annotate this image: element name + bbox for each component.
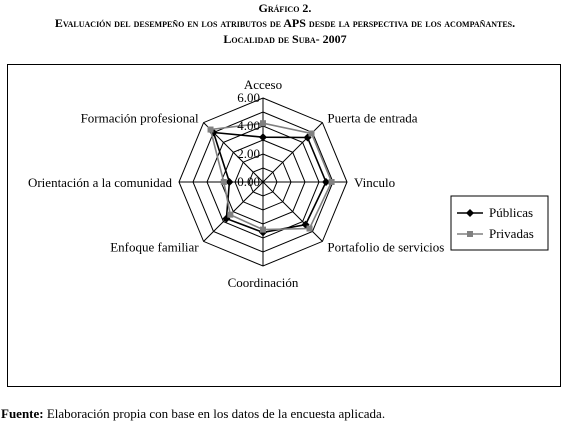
data-point <box>259 133 267 142</box>
legend-label: Públicas <box>489 205 533 220</box>
radial-tick-label: 6.00 <box>237 90 260 105</box>
data-point <box>308 130 315 137</box>
radial-tick-label: 4.00 <box>237 118 260 133</box>
legend-marker <box>466 209 474 217</box>
axis-label: Formación profesional <box>81 111 199 126</box>
axis-label: Coordinación <box>228 275 299 290</box>
chart-title: Evaluación del desempeño en los atributo… <box>54 16 516 30</box>
axis-label: Puerta de entrada <box>327 111 417 126</box>
data-point <box>328 179 335 185</box>
data-point <box>322 178 330 186</box>
axis-label: Vinculo <box>354 175 395 190</box>
radial-tick-label: 2.00 <box>237 146 260 161</box>
axis-label: Orientación a la comunidad <box>28 175 173 190</box>
data-point <box>227 211 234 218</box>
data-point <box>260 120 266 127</box>
data-point <box>220 179 227 185</box>
axis-label: Acceso <box>244 77 282 92</box>
legend-box <box>450 195 549 251</box>
source-note: Fuente: Elaboración propia con base en l… <box>1 406 385 422</box>
figure-number: Gráfico 2. <box>258 1 312 15</box>
source-label: Fuente: <box>1 406 44 421</box>
source-text: Elaboración propia con base en los datos… <box>43 406 386 421</box>
axis-label: Portafolio de servicios <box>327 239 444 254</box>
data-point <box>207 126 214 133</box>
data-point <box>306 225 313 232</box>
data-point <box>260 226 266 233</box>
chart-subtitle: Localidad de Suba- 2007 <box>223 32 347 46</box>
legend-label: Privadas <box>489 226 534 241</box>
radial-tick-label: 0.00 <box>237 174 260 189</box>
grid-spoke <box>262 181 323 242</box>
legend-marker <box>467 231 473 237</box>
radar-series <box>207 120 335 237</box>
data-point <box>225 178 234 186</box>
axis-label: Enfoque familiar <box>110 239 199 254</box>
